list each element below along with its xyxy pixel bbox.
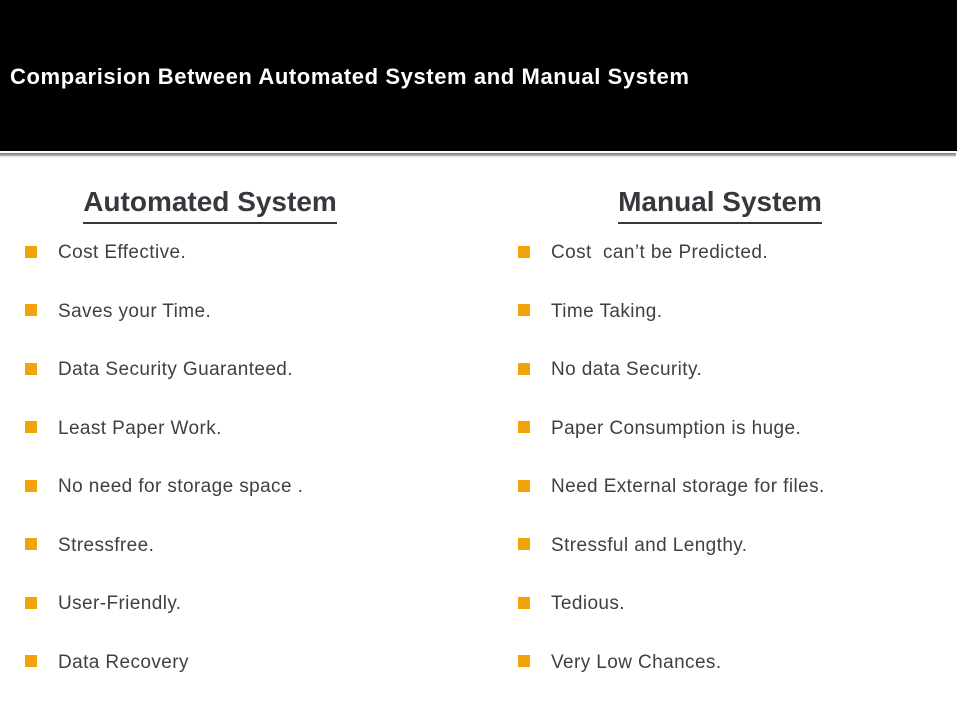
square-bullet-icon [518,304,530,317]
list-item-text: User-Friendly. [58,593,182,615]
list-item: Data Recovery [25,634,465,693]
bullet-list-manual: Cost can’t be Predicted. Time Taking. No… [518,224,948,692]
list-item: User-Friendly. [25,575,465,634]
list-item-text: Tedious. [551,593,625,615]
list-item-text: Paper Consumption is huge. [551,417,802,439]
square-bullet-icon [25,245,37,258]
list-item-text: Least Paper Work. [58,417,222,439]
list-item: Least Paper Work. [25,400,465,459]
square-bullet-icon [518,655,530,668]
square-bullet-icon [518,596,530,609]
square-bullet-icon [518,479,530,492]
square-bullet-icon [518,362,530,375]
square-bullet-icon [25,479,37,492]
column-heading-manual: Manual System [480,185,960,225]
header-band: Comparision Between Automated System and… [0,0,957,151]
list-item-text: Data Recovery [58,651,189,673]
square-bullet-icon [518,538,530,551]
square-bullet-icon [25,655,37,668]
list-item-text: Need External storage for files. [551,476,825,498]
list-item-text: Cost Effective. [58,242,187,264]
list-item: Data Security Guaranteed. [25,341,465,400]
column-heading-automated-text: Automated System [83,185,337,225]
bullet-list-automated: Cost Effective. Saves your Time. Data Se… [25,224,465,692]
list-item-text: Time Taking. [551,300,663,322]
list-item-text: Stressful and Lengthy. [551,534,748,556]
list-item-text: Cost can’t be Predicted. [551,242,768,264]
square-bullet-icon [25,362,37,375]
list-item-text: Data Security Guaranteed. [58,359,293,381]
square-bullet-icon [25,421,37,434]
square-bullet-icon [518,245,530,258]
list-item: Tedious. [518,575,948,634]
list-item: Time Taking. [518,283,948,342]
column-heading-manual-text: Manual System [618,185,822,225]
list-item-text: Saves your Time. [58,300,212,322]
square-bullet-icon [25,538,37,551]
list-item-text: Stressfree. [58,534,155,556]
slide-title: Comparision Between Automated System and… [10,64,690,89]
list-item: No data Security. [518,341,948,400]
list-item: Paper Consumption is huge. [518,400,948,459]
list-item: No need for storage space . [25,458,465,517]
list-item-text: No data Security. [551,359,703,381]
square-bullet-icon [25,596,37,609]
square-bullet-icon [518,421,530,434]
list-item: Need External storage for files. [518,458,948,517]
header-divider [0,153,956,156]
list-item: Very Low Chances. [518,634,948,693]
list-item: Cost can’t be Predicted. [518,224,948,283]
list-item-text: Very Low Chances. [551,651,722,673]
list-item-text: No need for storage space . [58,476,304,498]
list-item: Cost Effective. [25,224,465,283]
list-item: Stressful and Lengthy. [518,517,948,576]
square-bullet-icon [25,304,37,317]
list-item: Saves your Time. [25,283,465,342]
column-heading-automated: Automated System [0,185,420,225]
list-item: Stressfree. [25,517,465,576]
